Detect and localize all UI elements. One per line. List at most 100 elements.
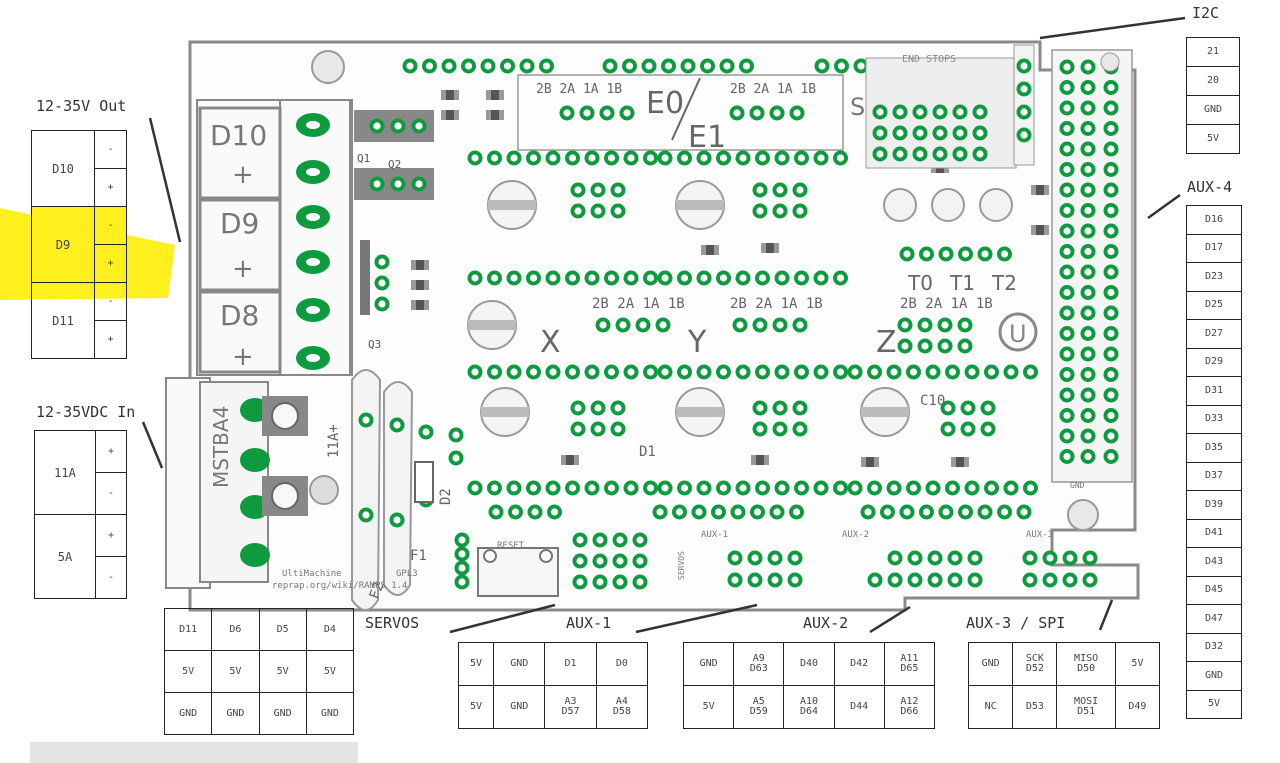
svg-text:GND: GND (1070, 481, 1085, 490)
header-pin (441, 58, 457, 74)
header-pin (570, 203, 586, 219)
pin-cell: D37 (1186, 461, 1242, 491)
header-pin (454, 546, 470, 562)
header-pin (1103, 326, 1119, 341)
header-pin (886, 480, 902, 496)
header-pin (792, 317, 808, 333)
header-pin (749, 105, 765, 121)
header-pin (488, 504, 504, 520)
header-pin (592, 532, 608, 548)
header-pin (643, 270, 658, 286)
header-pin (927, 550, 943, 566)
header-pin (755, 480, 770, 496)
header-pin (612, 553, 628, 569)
pin-cell: D41 (1186, 518, 1242, 548)
pin-cell: - (95, 472, 127, 515)
header-pin (1062, 550, 1078, 566)
header-pin (565, 270, 580, 286)
header-pin (972, 146, 988, 162)
aux4-title: AUX-4 (1187, 178, 1233, 196)
header-pin (623, 270, 639, 286)
header-pin (696, 150, 712, 166)
pin-cell: - (95, 556, 127, 599)
header-pin (1059, 428, 1075, 444)
svg-text:2B 2A 1A 1B: 2B 2A 1A 1B (730, 82, 816, 97)
header-pin (1059, 408, 1075, 423)
pin-cell: D42 (833, 642, 885, 686)
pin-cell: D44 (833, 685, 885, 729)
header-pin (887, 550, 903, 566)
pin-row: D32 (1186, 632, 1242, 662)
header-pin (1059, 203, 1075, 218)
header-pin (907, 572, 923, 588)
pin-cell: D10 (31, 130, 95, 207)
header-pin (794, 480, 809, 496)
header-pin (897, 338, 913, 354)
header-pin (677, 150, 692, 166)
header-pin (964, 480, 980, 496)
pin-row: 11A+ (34, 430, 127, 515)
header-pin (1080, 244, 1096, 259)
mosfet-pin (374, 275, 390, 291)
header-pin (1080, 162, 1096, 177)
header-pin (716, 270, 731, 286)
header-pin (623, 150, 639, 166)
header-pin (833, 150, 848, 166)
header-pin (643, 480, 658, 496)
mosfet-pin (374, 254, 390, 270)
pin-cell: 5V (1186, 124, 1240, 154)
header-pin (867, 480, 882, 496)
pin-row: GND (1186, 95, 1240, 125)
header-pin (833, 364, 848, 380)
header-pin (792, 203, 808, 219)
header-pin (755, 150, 770, 166)
smd-component (411, 280, 429, 290)
header-pin (872, 125, 888, 141)
header-pin (454, 560, 470, 576)
mosfet-pin (374, 296, 390, 312)
pin-cell: GND (493, 642, 546, 686)
header-pin (958, 504, 973, 520)
header-pin (480, 58, 496, 74)
header-pin (506, 270, 522, 286)
pin-row: 5V (1186, 689, 1242, 719)
header-pin (1042, 572, 1058, 588)
i2c-title: I2C (1192, 4, 1220, 22)
header-pin (772, 317, 788, 333)
pin-cell: D17 (1186, 233, 1242, 263)
header-pin (461, 58, 476, 74)
header-pin (527, 504, 543, 520)
pin-cell: - (94, 206, 127, 245)
header-pin (752, 400, 768, 416)
header-pin (899, 504, 915, 520)
header-pin (960, 400, 976, 416)
header-pin (610, 400, 626, 416)
header-pin (1059, 449, 1075, 464)
header-pin (572, 574, 588, 590)
header-pin (1103, 100, 1119, 116)
header-pin (912, 104, 928, 120)
header-pin (772, 203, 788, 219)
header-pin (1080, 100, 1096, 116)
header-pin (947, 572, 963, 588)
pin-cell: 5V (163, 650, 213, 693)
header-pin (657, 270, 673, 286)
header-pin (747, 550, 763, 566)
header-pin (467, 364, 483, 380)
header-pin (997, 246, 1012, 262)
header-pin (1080, 387, 1096, 403)
smd-component (761, 243, 779, 253)
header-pin (967, 550, 983, 566)
svg-text:D2: D2 (438, 488, 454, 505)
aux2-title: AUX-2 (803, 614, 849, 632)
header-pin (602, 58, 618, 74)
header-pin (750, 504, 765, 520)
header-pin (834, 58, 849, 74)
svg-text:AUX-2: AUX-2 (842, 530, 869, 540)
